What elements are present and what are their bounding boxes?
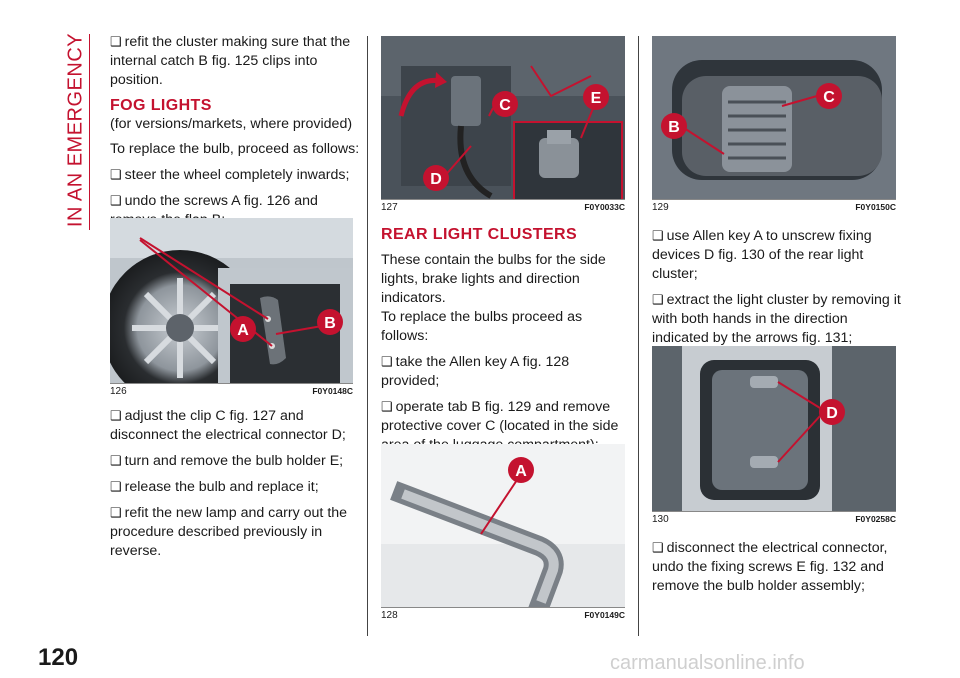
- figure-130: D 130 F0Y0258C: [652, 346, 896, 526]
- figure-127-image: C E D: [381, 36, 625, 201]
- step-extract-cluster: extract the light cluster by removing it…: [652, 290, 902, 348]
- figure-126: A B 126 F0Y0148C: [110, 218, 353, 398]
- callout-A: A: [515, 463, 527, 480]
- figure-128-caption: 128 F0Y0149C: [381, 607, 625, 622]
- figure-129-caption: 129 F0Y0150C: [652, 199, 896, 214]
- column-3-top: use Allen key A to unscrew fixing device…: [652, 226, 902, 348]
- column-1-bottom: adjust the clip C fig. 127 and disconnec…: [110, 406, 360, 561]
- step-adjust-clip: adjust the clip C fig. 127 and disconnec…: [110, 406, 360, 445]
- column-2-text: REAR LIGHT CLUSTERS These contain the bu…: [381, 226, 631, 455]
- figure-code: F0Y0148C: [312, 386, 353, 396]
- figure-code: F0Y0033C: [584, 202, 625, 212]
- step-disconnect-connector: disconnect the electrical connector, und…: [652, 538, 902, 596]
- rear-lights-procedure: To replace the bulbs proceed as follows:: [381, 309, 583, 344]
- rear-lights-intro: These contain the bulbs for the side lig…: [381, 252, 606, 306]
- figure-number: 127: [381, 201, 398, 213]
- column-divider: [367, 36, 368, 636]
- page-number: 120: [38, 644, 79, 671]
- step-refit-cluster: refit the cluster making sure that the i…: [110, 32, 360, 90]
- step-take-allen-key: take the Allen key A fig. 128 provided;: [381, 352, 631, 391]
- figure-number: 128: [381, 609, 398, 621]
- heading-rear-light-clusters: REAR LIGHT CLUSTERS: [381, 226, 578, 243]
- figure-number: 129: [652, 201, 669, 213]
- figure-number: 130: [652, 513, 669, 525]
- fog-lights-note: (for versions/markets, where provided): [110, 116, 353, 132]
- section-title: IN AN EMERGENCY: [64, 32, 87, 228]
- step-refit-lamp: refit the new lamp and carry out the pro…: [110, 503, 360, 561]
- figure-127-caption: 127 F0Y0033C: [381, 199, 625, 214]
- callout-D: D: [430, 171, 442, 188]
- figure-code: F0Y0258C: [855, 514, 896, 524]
- watermark: carmanualsonline.info: [610, 652, 805, 674]
- callout-B: B: [668, 119, 680, 136]
- callout-C: C: [823, 89, 835, 106]
- step-use-allen-key: use Allen key A to unscrew fixing device…: [652, 226, 902, 284]
- figure-number: 126: [110, 385, 127, 397]
- heading-fog-lights: FOG LIGHTS: [110, 97, 212, 114]
- callout-E: E: [591, 90, 602, 107]
- callout-D: D: [826, 405, 838, 422]
- callout-C: C: [499, 97, 511, 114]
- figure-127: C E D 127 F0Y0033C: [381, 36, 625, 214]
- step-release-bulb: release the bulb and replace it;: [110, 477, 360, 497]
- figure-130-caption: 130 F0Y0258C: [652, 511, 896, 526]
- figure-126-image: A B: [110, 218, 353, 398]
- side-rule: [89, 34, 90, 230]
- figure-128-image: A: [381, 444, 625, 615]
- column-divider: [638, 36, 639, 636]
- figure-code: F0Y0150C: [855, 202, 896, 212]
- step-turn-holder: turn and remove the bulb holder E;: [110, 451, 360, 471]
- figure-126-caption: 126 F0Y0148C: [110, 383, 353, 398]
- callout-B: B: [324, 315, 336, 332]
- column-1-top: refit the cluster making sure that the i…: [110, 32, 360, 230]
- fog-lights-intro: To replace the bulb, proceed as follows:: [110, 141, 360, 157]
- figure-code: F0Y0149C: [584, 610, 625, 620]
- callout-A: A: [237, 322, 249, 339]
- step-steer-wheel: steer the wheel completely inwards;: [110, 165, 360, 185]
- figure-129: B C 129 F0Y0150C: [652, 36, 896, 214]
- figure-128: A 128 F0Y0149C: [381, 444, 625, 622]
- column-3-bottom: disconnect the electrical connector, und…: [652, 538, 902, 596]
- figure-130-image: D: [652, 346, 896, 512]
- figure-129-image: B C: [652, 36, 896, 200]
